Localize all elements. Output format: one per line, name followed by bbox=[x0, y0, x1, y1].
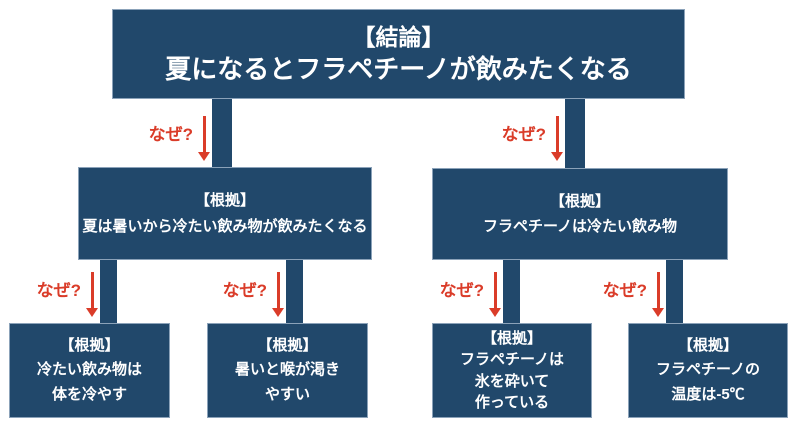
reason-line: 冷たい飲み物は bbox=[36, 361, 142, 379]
level1-left-box: 【根拠】 夏は暑いから冷たい飲み物が飲みたくなる bbox=[78, 167, 372, 260]
down-arrow-icon bbox=[198, 116, 210, 161]
why-label: なぜ? bbox=[439, 281, 484, 300]
down-arrow-icon bbox=[489, 272, 501, 317]
down-arrow-icon bbox=[86, 272, 98, 317]
connector-right-to-reason3 bbox=[503, 259, 520, 324]
reason-tag: 【根拠】 bbox=[257, 337, 318, 355]
reason-line: フラペチーノの bbox=[655, 361, 761, 379]
why-label: なぜ? bbox=[148, 125, 193, 144]
reason-line: やすい bbox=[264, 385, 310, 403]
reason-line: 温度は-5℃ bbox=[671, 385, 745, 403]
connector-left-to-reason1 bbox=[100, 259, 117, 324]
reason-tag: 【根拠】 bbox=[549, 192, 610, 210]
down-arrow-icon bbox=[272, 272, 284, 317]
why-group-3: なぜ? bbox=[37, 272, 98, 317]
why-label: なぜ? bbox=[36, 281, 81, 300]
conclusion-box: 【結論】 夏になるとフラペチーノが飲みたくなる bbox=[112, 9, 685, 99]
reason-line: 作っている bbox=[474, 393, 550, 411]
why-label: なぜ? bbox=[501, 125, 546, 144]
why-group-6: なぜ? bbox=[603, 272, 664, 317]
why-group-1: なぜ? bbox=[149, 116, 210, 161]
reason-line: フラペチーノは bbox=[459, 351, 565, 369]
why-group-4: なぜ? bbox=[223, 272, 284, 317]
level2-box-3: 【根拠】 フラペチーノは 氷を砕いて 作っている bbox=[432, 323, 592, 418]
reason-tag: 【根拠】 bbox=[59, 337, 120, 355]
reason-tag: 【根拠】 bbox=[481, 329, 542, 347]
reason-text: 夏は暑いから冷たい飲み物が飲みたくなる bbox=[82, 217, 368, 235]
conclusion-text: 夏になるとフラペチーノが飲みたくなる bbox=[165, 54, 632, 85]
down-arrow-icon bbox=[652, 272, 664, 317]
reason-line: 氷を砕いて bbox=[474, 372, 550, 390]
connector-top-to-left bbox=[212, 98, 232, 168]
reason-line: 暑いと喉が渇き bbox=[234, 361, 340, 379]
reason-tag: 【根拠】 bbox=[194, 192, 255, 209]
level2-box-4: 【根拠】 フラペチーノの 温度は-5℃ bbox=[628, 323, 788, 418]
reason-text: フラペチーノは冷たい飲み物 bbox=[482, 218, 678, 235]
level2-box-1: 【根拠】 冷たい飲み物は 体を冷やす bbox=[9, 323, 170, 418]
connector-right-to-reason4 bbox=[666, 259, 683, 324]
connector-left-to-reason2 bbox=[286, 259, 303, 324]
why-label: なぜ? bbox=[222, 281, 267, 300]
level2-box-2: 【根拠】 暑いと喉が渇き やすい bbox=[207, 323, 368, 418]
why-label: なぜ? bbox=[602, 281, 647, 300]
level1-right-box: 【根拠】 フラペチーノは冷たい飲み物 bbox=[432, 168, 728, 260]
reason-line: 体を冷やす bbox=[51, 385, 127, 403]
down-arrow-icon bbox=[551, 116, 563, 161]
conclusion-tag: 【結論】 bbox=[352, 23, 445, 50]
connector-top-to-right bbox=[565, 98, 585, 169]
why-group-2: なぜ? bbox=[502, 116, 563, 161]
reason-tag: 【根拠】 bbox=[677, 337, 738, 355]
why-group-5: なぜ? bbox=[440, 272, 501, 317]
